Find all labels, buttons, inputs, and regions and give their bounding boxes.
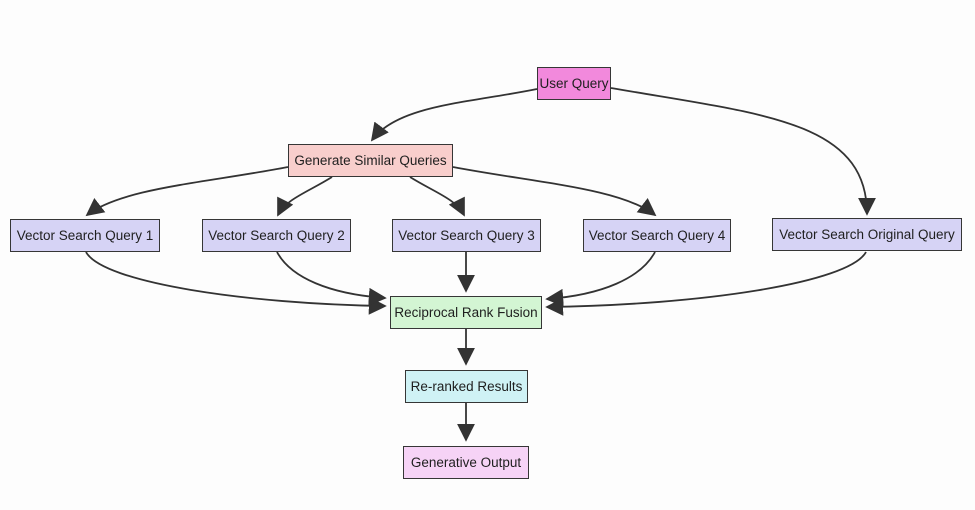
node-vector-search-query-3-label: Vector Search Query 3: [398, 227, 535, 243]
node-generative-output-label: Generative Output: [410, 454, 522, 470]
node-user-query-label: User Query: [539, 75, 609, 91]
edge-generate-similar-queries-to-vector-search-query-2: [277, 176, 333, 217]
node-generate-similar-queries: Generate Similar Queries: [288, 144, 453, 177]
node-generate-similar-queries-label: Generate Similar Queries: [294, 152, 447, 168]
node-vector-search-query-1-label: Vector Search Query 1: [16, 227, 154, 243]
node-re-ranked-results: Re-ranked Results: [405, 370, 528, 403]
edge-generate-similar-queries-to-vector-search-query-1: [85, 166, 289, 217]
node-vector-search-query-4: Vector Search Query 4: [583, 219, 731, 252]
node-reciprocal-rank-fusion-label: Reciprocal Rank Fusion: [394, 304, 538, 320]
node-vector-search-original-query-label: Vector Search Original Query: [779, 226, 955, 242]
node-reciprocal-rank-fusion: Reciprocal Rank Fusion: [390, 296, 542, 329]
edge-generate-similar-queries-to-vector-search-query-4: [452, 166, 657, 217]
edge-vector-search-query-4-to-reciprocal-rank-fusion: [545, 251, 656, 307]
node-user-query: User Query: [537, 67, 611, 100]
edge-vector-search-query-1-to-reciprocal-rank-fusion: [85, 251, 387, 315]
edge-vector-search-query-2-to-reciprocal-rank-fusion: [276, 251, 387, 306]
edge-user-query-to-vector-search-original-query: [610, 87, 876, 216]
node-vector-search-original-query: Vector Search Original Query: [772, 218, 962, 251]
node-generative-output: Generative Output: [403, 446, 529, 479]
node-vector-search-query-3: Vector Search Query 3: [392, 219, 541, 252]
edge-vector-search-original-query-to-reciprocal-rank-fusion: [545, 251, 867, 316]
node-re-ranked-results-label: Re-ranked Results: [410, 378, 523, 394]
edge-generate-similar-queries-to-vector-search-query-3: [409, 176, 465, 217]
node-vector-search-query-2: Vector Search Query 2: [202, 219, 351, 252]
node-vector-search-query-1: Vector Search Query 1: [10, 219, 160, 252]
node-vector-search-query-4-label: Vector Search Query 4: [588, 227, 726, 243]
node-vector-search-query-2-label: Vector Search Query 2: [208, 227, 345, 243]
edge-user-query-to-generate-similar-queries: [370, 88, 538, 142]
